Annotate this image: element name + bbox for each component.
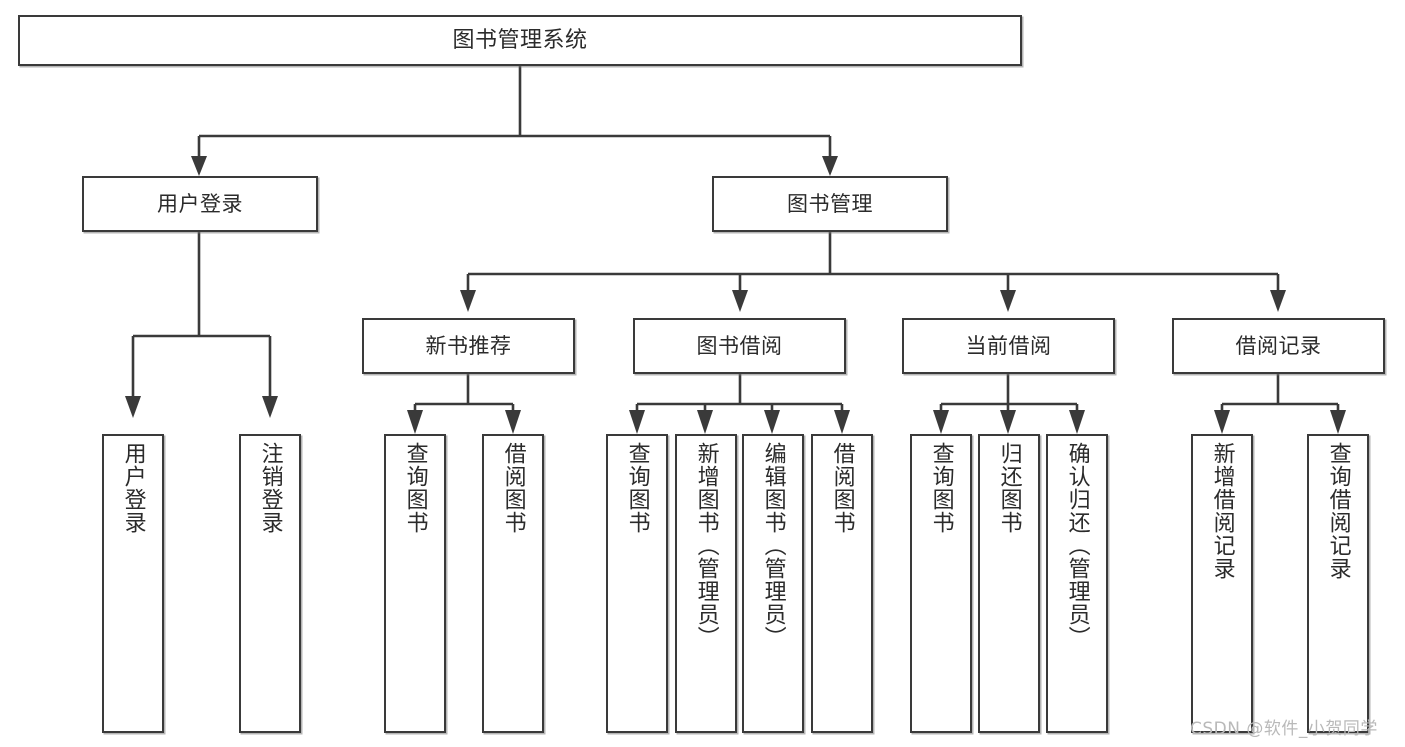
node-borrow-record-label: 借阅记录 <box>1235 333 1322 358</box>
node-leaf-query-book-1[interactable]: 查询图书 <box>384 434 446 733</box>
node-root-book-management-system[interactable]: 图书管理系统 <box>18 15 1022 66</box>
node-leaf-query-book-2-label: 查询图书 <box>624 442 650 534</box>
node-current-borrow[interactable]: 当前借阅 <box>902 318 1115 374</box>
node-leaf-return-book[interactable]: 归还图书 <box>978 434 1040 733</box>
node-leaf-query-book-3[interactable]: 查询图书 <box>910 434 972 733</box>
node-book-borrow[interactable]: 图书借阅 <box>633 318 846 374</box>
arrowhead-current-borrow <box>1000 290 1016 312</box>
node-book-borrow-label: 图书借阅 <box>696 333 783 358</box>
node-new-book-recommend[interactable]: 新书推荐 <box>362 318 575 374</box>
arrowhead-leaf-query-book-3 <box>933 410 949 434</box>
arrowhead-leaf-query-book-1 <box>407 410 423 434</box>
node-leaf-query-record[interactable]: 查询借阅记录 <box>1307 434 1369 733</box>
node-leaf-user-login[interactable]: 用户登录 <box>102 434 164 733</box>
arrowhead-book-borrow <box>732 290 748 312</box>
arrowhead-leaf-add-book <box>697 410 713 434</box>
arrowhead-leaf-edit-book <box>764 410 780 434</box>
node-leaf-borrow-book-1[interactable]: 借阅图书 <box>482 434 544 733</box>
arrowhead-leaf-query-book-2 <box>629 410 645 434</box>
arrowhead-leaf-borrow-book-1 <box>505 410 521 434</box>
node-book-management-label: 图书管理 <box>787 191 873 216</box>
arrowhead-leaf-return-book <box>1000 410 1016 434</box>
node-leaf-confirm-return-label: 确认归还（管理员） <box>1064 442 1090 649</box>
arrowhead-book-management <box>822 156 838 176</box>
node-leaf-query-book-2[interactable]: 查询图书 <box>606 434 668 733</box>
node-leaf-add-record-label: 新增借阅记录 <box>1209 442 1235 580</box>
node-leaf-return-book-label: 归还图书 <box>996 442 1022 534</box>
node-leaf-add-book[interactable]: 新增图书（管理员） <box>675 434 737 733</box>
node-leaf-edit-book[interactable]: 编辑图书（管理员） <box>742 434 804 733</box>
node-root-label: 图书管理系统 <box>452 27 588 53</box>
node-leaf-logout-login-label: 注销登录 <box>257 442 283 534</box>
node-leaf-confirm-return[interactable]: 确认归还（管理员） <box>1046 434 1108 733</box>
node-leaf-add-book-label: 新增图书（管理员） <box>693 442 719 649</box>
node-leaf-borrow-book-2-label: 借阅图书 <box>829 442 855 534</box>
node-new-book-recommend-label: 新书推荐 <box>425 333 512 358</box>
arrowhead-leaf-add-record <box>1214 410 1230 434</box>
arrowhead-leaf-user-login <box>125 396 141 418</box>
node-leaf-query-book-3-label: 查询图书 <box>928 442 954 534</box>
node-leaf-user-login-label: 用户登录 <box>120 442 146 534</box>
node-leaf-query-book-1-label: 查询图书 <box>402 442 428 534</box>
node-leaf-add-record[interactable]: 新增借阅记录 <box>1191 434 1253 733</box>
arrowhead-leaf-query-record <box>1330 410 1346 434</box>
node-user-login-label: 用户登录 <box>157 191 243 216</box>
node-leaf-edit-book-label: 编辑图书（管理员） <box>760 442 786 649</box>
watermark-text: CSDN @软件_小贺同学 <box>1190 719 1378 739</box>
node-current-borrow-label: 当前借阅 <box>965 333 1052 358</box>
node-leaf-query-record-label: 查询借阅记录 <box>1325 442 1351 580</box>
arrowhead-leaf-confirm-return <box>1069 410 1085 434</box>
node-leaf-borrow-book-1-label: 借阅图书 <box>500 442 526 534</box>
node-book-management[interactable]: 图书管理 <box>712 176 948 232</box>
node-leaf-logout-login[interactable]: 注销登录 <box>239 434 301 733</box>
arrowhead-leaf-logout-login <box>262 396 278 418</box>
arrowhead-borrow-record <box>1270 290 1286 312</box>
node-borrow-record[interactable]: 借阅记录 <box>1172 318 1385 374</box>
node-user-login[interactable]: 用户登录 <box>82 176 318 232</box>
arrowhead-new-book-recommend <box>460 290 476 312</box>
arrowhead-leaf-borrow-book-2 <box>834 410 850 434</box>
arrowhead-user-login <box>191 156 207 176</box>
node-leaf-borrow-book-2[interactable]: 借阅图书 <box>811 434 873 733</box>
